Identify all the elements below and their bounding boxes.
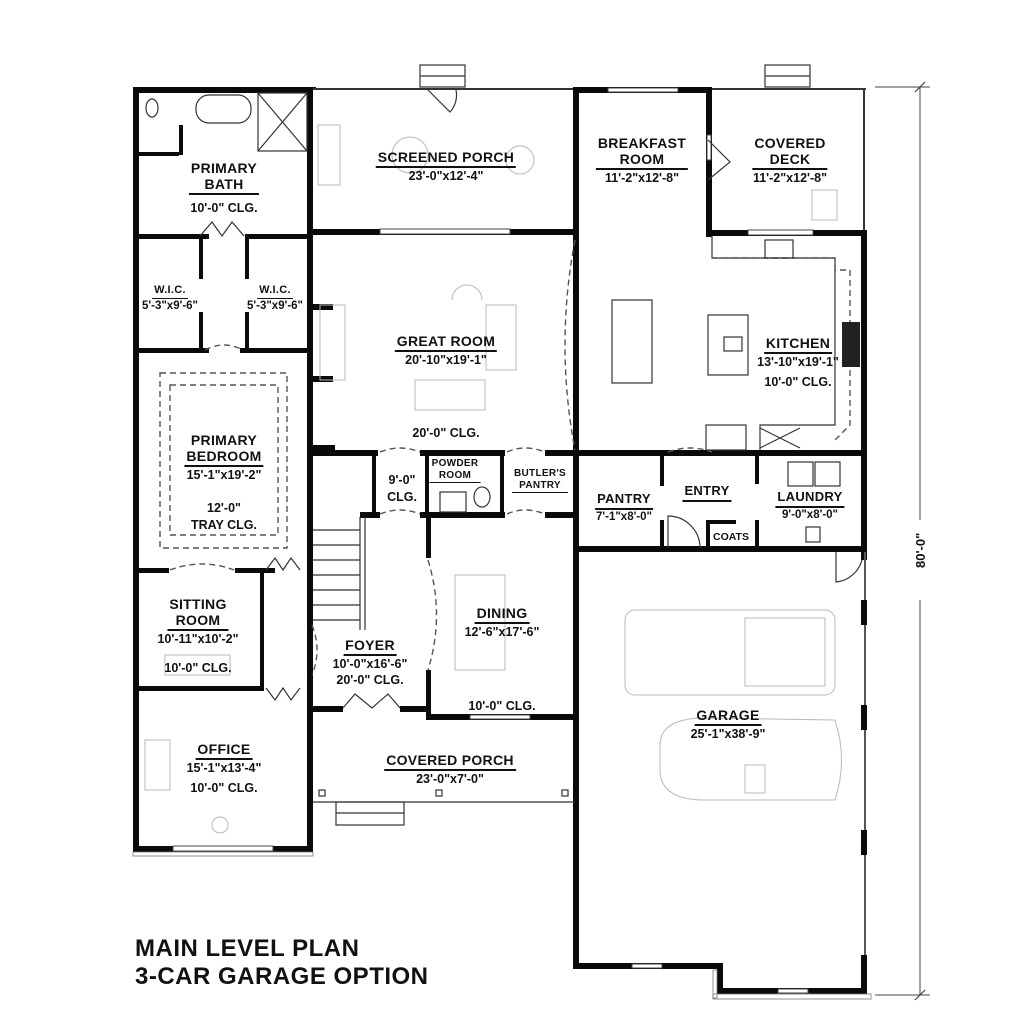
doors-and-openings	[169, 139, 863, 709]
room-ceiling: 10'-0" CLG.	[190, 201, 258, 216]
room-label-kitchen: KITCHEN 13'-10"x19'-1" 10'-0" CLG.	[757, 335, 839, 390]
kitchen-fixtures	[611, 236, 860, 451]
primary-bedroom-ceiling: 12'-0"TRAY CLG.	[191, 501, 257, 532]
room-ceiling: 10'-0" CLG.	[164, 660, 232, 675]
bath-fixtures	[145, 92, 841, 543]
great-room-ceiling: 20'-0" CLG.	[412, 426, 480, 440]
room-label-great-room: GREAT ROOM 20'-10"x19'-1"	[394, 333, 498, 368]
room-dimensions: 23'-0"x12'-4"	[408, 169, 484, 184]
room-dimensions: 5'-3"x9'-6"	[141, 299, 199, 312]
plan-title-line-1: MAIN LEVEL PLAN	[135, 935, 360, 962]
exterior-walls	[133, 87, 872, 1000]
room-dimensions: 5'-3"x9'-6"	[246, 299, 304, 312]
plan-title-line-2: 3-CAR GARAGE OPTION	[135, 963, 429, 990]
furniture	[144, 124, 842, 834]
room-ceiling: 10'-0" CLG.	[764, 375, 832, 390]
dimension-line	[875, 81, 930, 1001]
interior-walls	[139, 125, 759, 720]
room-label-covered-porch: COVERED PORCH 23'-0"x7'-0"	[384, 752, 516, 786]
room-dimensions: 7'-1"x8'-0"	[595, 510, 652, 523]
room-label-screened-porch: SCREENED PORCH 23'-0"x12'-4"	[375, 149, 517, 184]
room-dimensions: 15'-1"x19'-2"	[186, 468, 262, 483]
room-name: FOYER	[343, 637, 397, 657]
room-label-foyer: FOYER 10'-0"x16'-6" 20'-0" CLG.	[333, 637, 408, 688]
room-name: OFFICE	[195, 741, 253, 761]
room-label-pantry: PANTRY 7'-1"x8'-0"	[595, 490, 653, 524]
room-dimensions: 10'-11"x10'-2"	[157, 632, 239, 647]
dining-ceiling: 10'-0" CLG.	[468, 699, 536, 713]
room-dimensions: 10'-0"x16'-6"	[332, 657, 408, 672]
room-name: SCREENED PORCH	[375, 149, 517, 169]
room-ceiling: 20'-0" CLG.	[336, 673, 404, 688]
room-label-wic-left: W.I.C. 5'-3"x9'-6"	[142, 280, 198, 313]
staircase	[313, 517, 366, 630]
room-label-dining: DINING 12'-6"x17'-6"	[465, 605, 540, 639]
room-label-wic-right: W.I.C. 5'-3"x9'-6"	[247, 280, 303, 313]
room-dimensions: 9'-0"x8'-0"	[781, 508, 839, 521]
plan-title: MAIN LEVEL PLAN 3-CAR GARAGE OPTION	[135, 935, 429, 991]
room-name: KITCHEN	[763, 335, 833, 355]
room-name: W.I.C.	[152, 284, 188, 299]
room-dimensions: 11'-2"x12'-8"	[604, 171, 680, 186]
overall-depth-dimension: 80'-0"	[913, 532, 928, 568]
room-name: W.I.C.	[257, 284, 293, 299]
room-label-entry: ENTRY	[682, 482, 732, 502]
room-dimensions: 20'-10"x19'-1"	[405, 353, 487, 368]
room-name: COVERED PORCH	[384, 752, 516, 772]
room-label-garage: GARAGE 25'-1"x38'-9"	[691, 707, 766, 741]
room-label-office: OFFICE 15'-1"x13'-4" 10'-0" CLG.	[187, 741, 262, 796]
room-label-coats: COATS	[713, 531, 749, 543]
room-name: LAUNDRY	[775, 489, 845, 508]
room-dimensions: 12'-6"x17'-6"	[464, 625, 540, 640]
room-name: DINING	[474, 605, 530, 625]
room-dimensions: 15'-1"x13'-4"	[186, 761, 262, 776]
room-dimensions: 13'-10"x19'-1"	[757, 355, 839, 370]
room-dimensions: 11'-2"x12'-8"	[752, 171, 828, 186]
room-ceiling: 10'-0" CLG.	[190, 781, 258, 796]
room-label-laundry: LAUNDRY 9'-0"x8'-0"	[775, 488, 845, 522]
room-dimensions: 25'-1"x38'-9"	[690, 727, 766, 742]
room-name: GARAGE	[694, 707, 762, 727]
room-name: ENTRY	[682, 483, 732, 502]
room-name: PANTRY	[595, 491, 653, 510]
room-name: GREAT ROOM	[394, 333, 498, 353]
room-dimensions: 23'-0"x7'-0"	[416, 772, 484, 787]
exterior-details	[132, 64, 811, 857]
hall-ceiling: 9'-0"CLG.	[387, 473, 417, 504]
